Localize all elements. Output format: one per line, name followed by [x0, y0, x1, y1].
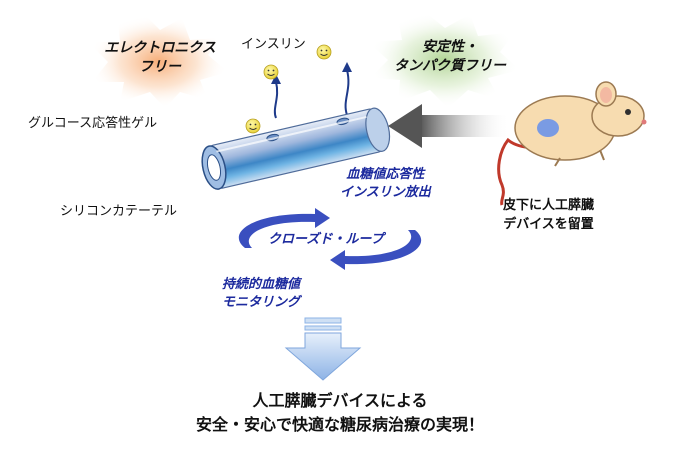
implant-line1: 皮下に人工膵臓	[503, 198, 595, 213]
insulin-release-label: 血糖値応答性 インスリン放出	[340, 166, 431, 202]
conclusion-line2: 安全・安心で快適な糖尿病治療の実現！	[195, 415, 484, 434]
insulin-smiley-icon	[316, 44, 332, 60]
electronics-free-line1: エレクトロニクス	[104, 40, 216, 56]
protein-free-line2: タンパク質フリー	[394, 58, 506, 74]
electronics-free-line2: フリー	[139, 59, 181, 75]
protein-free-line1: 安定性・	[422, 39, 478, 55]
insulin-label: インスリン	[241, 37, 306, 52]
protein-free-burst	[368, 12, 520, 108]
insulin-release-line2: インスリン放出	[340, 185, 431, 200]
insulin-release-arrows	[271, 62, 352, 119]
monitoring-label: 持続的血糖値 モニタリング	[222, 276, 300, 312]
electronics-free-burst	[88, 15, 228, 108]
protein-free-badge: 安定性・ タンパク質フリー	[380, 38, 520, 76]
insulin-release-line1: 血糖値応答性	[346, 167, 425, 182]
implant-arrow	[388, 104, 510, 148]
conclusion-line1: 人工膵臓デバイスによる	[252, 391, 428, 410]
insulin-smiley-icon	[245, 118, 261, 134]
electronics-free-badge: エレクトロニクス フリー	[100, 39, 220, 77]
result-down-arrow	[284, 317, 362, 381]
silicone-catheter-label: シリコンカテーテル	[60, 204, 178, 219]
monitoring-line2: モニタリング	[222, 295, 301, 310]
mouse-icon	[497, 81, 647, 206]
implant-line2: デバイスを留置	[503, 217, 594, 232]
glucose-gel-label: グルコース応答性ゲル	[28, 116, 158, 131]
insulin-smiley-icon	[263, 64, 279, 80]
closed-loop-label: クローズド・ループ	[268, 232, 384, 247]
monitoring-line1: 持続的血糖値	[222, 277, 301, 292]
implant-label: 皮下に人工膵臓 デバイスを留置	[503, 196, 594, 234]
closed-loop-arrows	[238, 208, 422, 270]
silicone-catheter-tube	[201, 107, 391, 190]
